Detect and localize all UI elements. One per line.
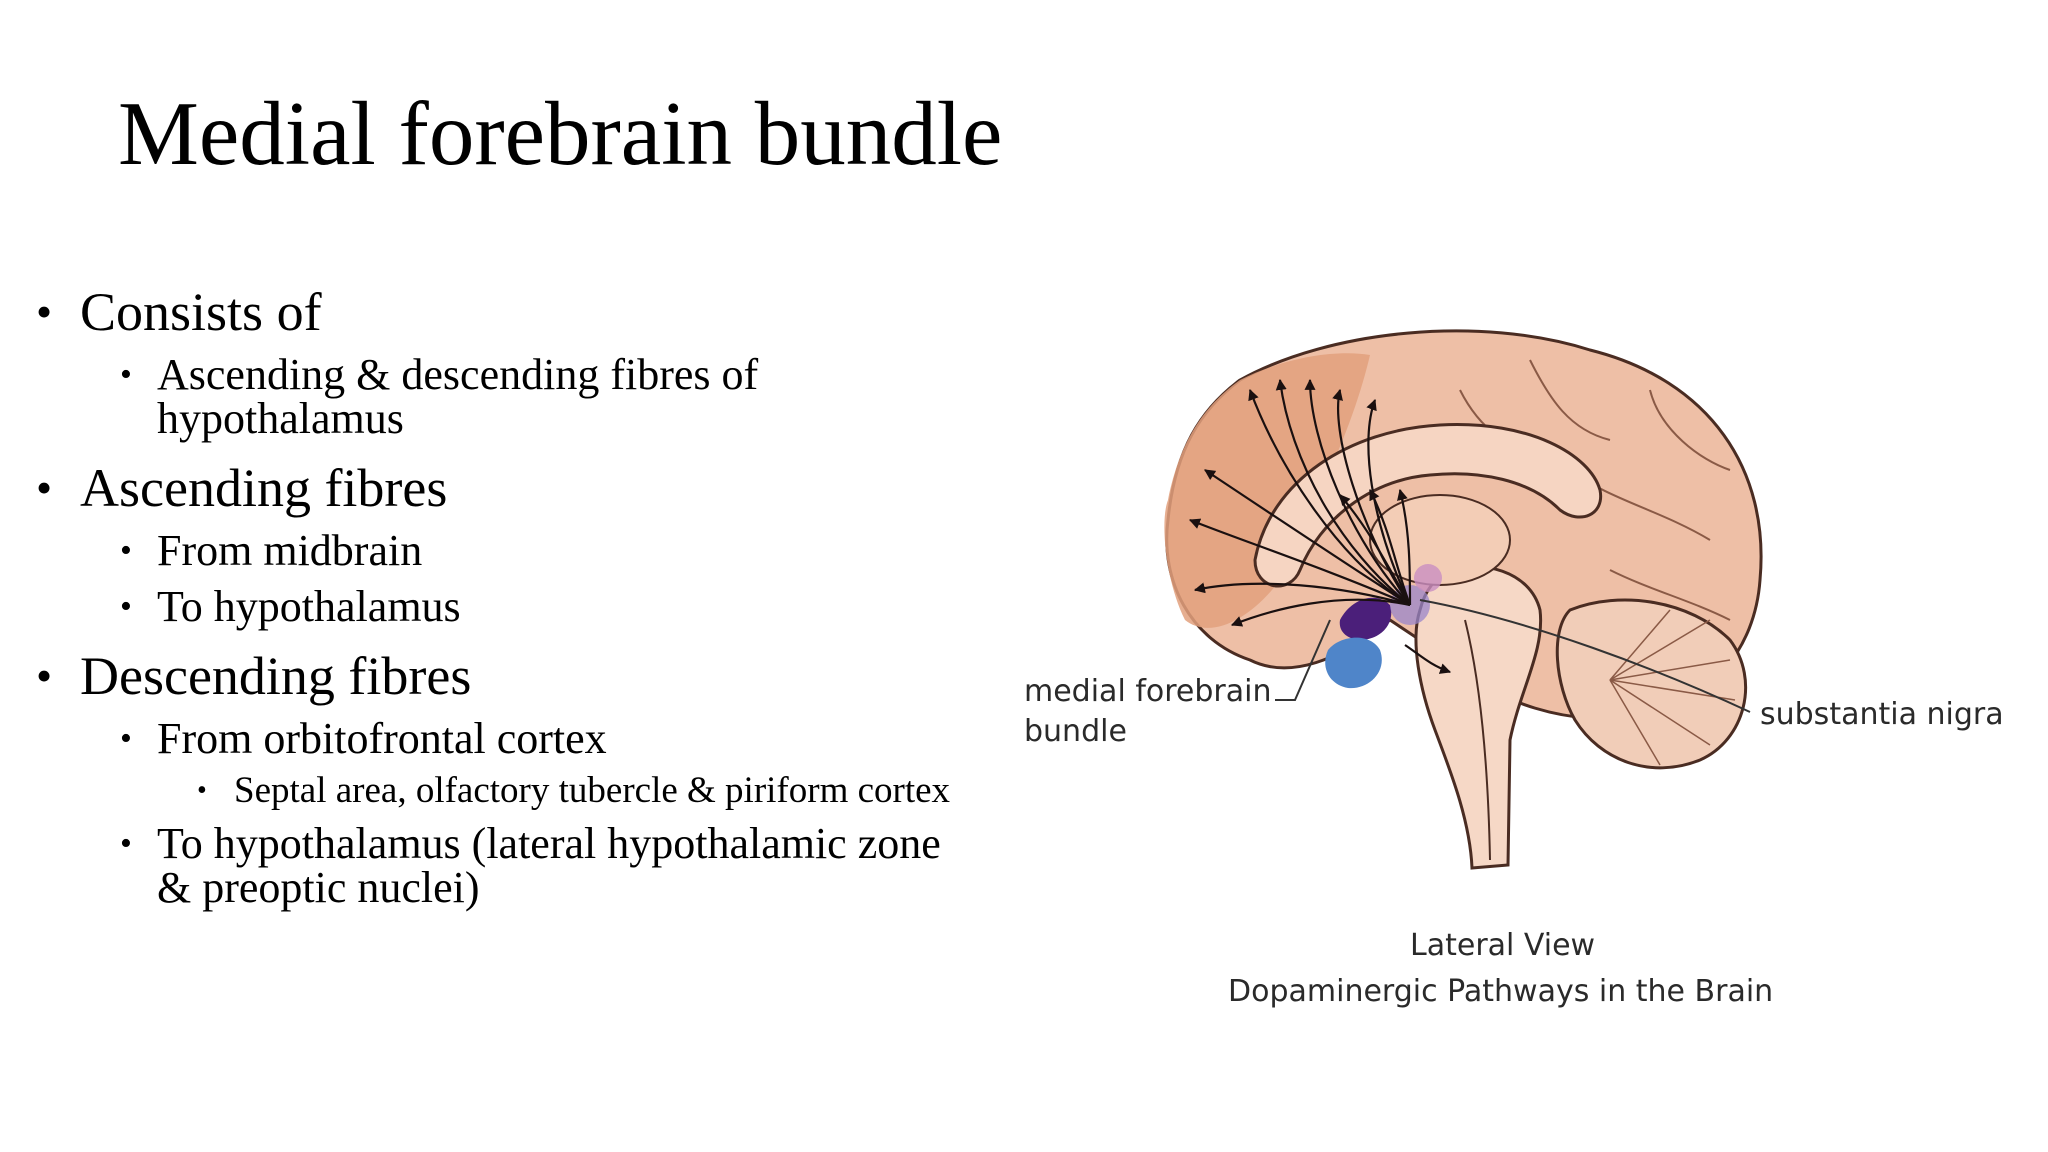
- bullet-text: From orbitofrontal cortex: [157, 714, 607, 763]
- pathway-arrows: [1188, 378, 1452, 674]
- bullet-text: To hypothalamus: [157, 582, 461, 631]
- bullet-text: To hypothalamus (lateral hypothalamic zo…: [157, 819, 941, 912]
- bullet-list: • Consists of • Ascending & descending f…: [36, 283, 966, 910]
- bullet-dot: •: [120, 532, 132, 569]
- label-substantia-nigra: substantia nigra: [1760, 697, 2004, 732]
- bullet-dot: •: [120, 825, 132, 862]
- bullet-descending: • Descending fibres: [36, 647, 966, 705]
- bullet-dot: •: [120, 356, 132, 393]
- brain-diagram: [1164, 329, 1763, 870]
- bullet-text: Consists of: [80, 282, 322, 342]
- slide-title: Medial forebrain bundle: [118, 83, 1003, 184]
- nucleus-blue: [1325, 637, 1382, 689]
- nucleus-pink: [1414, 564, 1442, 592]
- bullet-desc-from-sub: • Septal area, olfactory tubercle & piri…: [36, 771, 966, 810]
- bullet-asc-from: • From midbrain: [36, 529, 966, 573]
- bullet-asc-to: • To hypothalamus: [36, 585, 966, 629]
- bullet-desc-to: • To hypothalamus (lateral hypothalamic …: [36, 822, 966, 910]
- figure-caption-view: Lateral View: [1410, 928, 1596, 963]
- bullet-dot: •: [36, 462, 53, 513]
- bullet-dot: •: [120, 588, 132, 625]
- bullet-text: Ascending & descending fibres of hypotha…: [157, 350, 759, 443]
- corpus-callosum: [1253, 423, 1603, 588]
- leader-mfb: [1275, 619, 1331, 701]
- nucleus-purple: [1339, 597, 1392, 640]
- frontal-cortex-shade: [1164, 353, 1370, 628]
- label-medial-forebrain-bundle: medial forebrain bundle: [1024, 674, 1272, 749]
- bullet-text: From midbrain: [157, 526, 423, 575]
- figure-caption-title: Dopaminergic Pathways in the Brain: [1228, 974, 1774, 1009]
- bullet-text: Descending fibres: [80, 646, 472, 706]
- leader-sn: [1419, 599, 1751, 713]
- bullet-dot: •: [36, 286, 53, 337]
- cerebellum: [1555, 598, 1747, 770]
- bullet-consists-fibres: • Ascending & descending fibres of hypot…: [36, 353, 966, 441]
- bullet-text: Septal area, olfactory tubercle & pirifo…: [234, 770, 951, 811]
- bullet-ascending: • Ascending fibres: [36, 459, 966, 517]
- bullet-dot: •: [120, 720, 132, 757]
- bullet-consists-of: • Consists of: [36, 283, 966, 341]
- bullet-dot: •: [197, 775, 207, 806]
- bullet-desc-from: • From orbitofrontal cortex: [36, 717, 966, 761]
- bullet-dot: •: [36, 650, 53, 701]
- brainstem: [1414, 564, 1543, 870]
- brain-figure: medial forebrain bundle substantia nigra…: [1010, 320, 2010, 1020]
- bullet-text: Ascending fibres: [80, 458, 448, 518]
- cerebellum-folia: [1609, 609, 1736, 766]
